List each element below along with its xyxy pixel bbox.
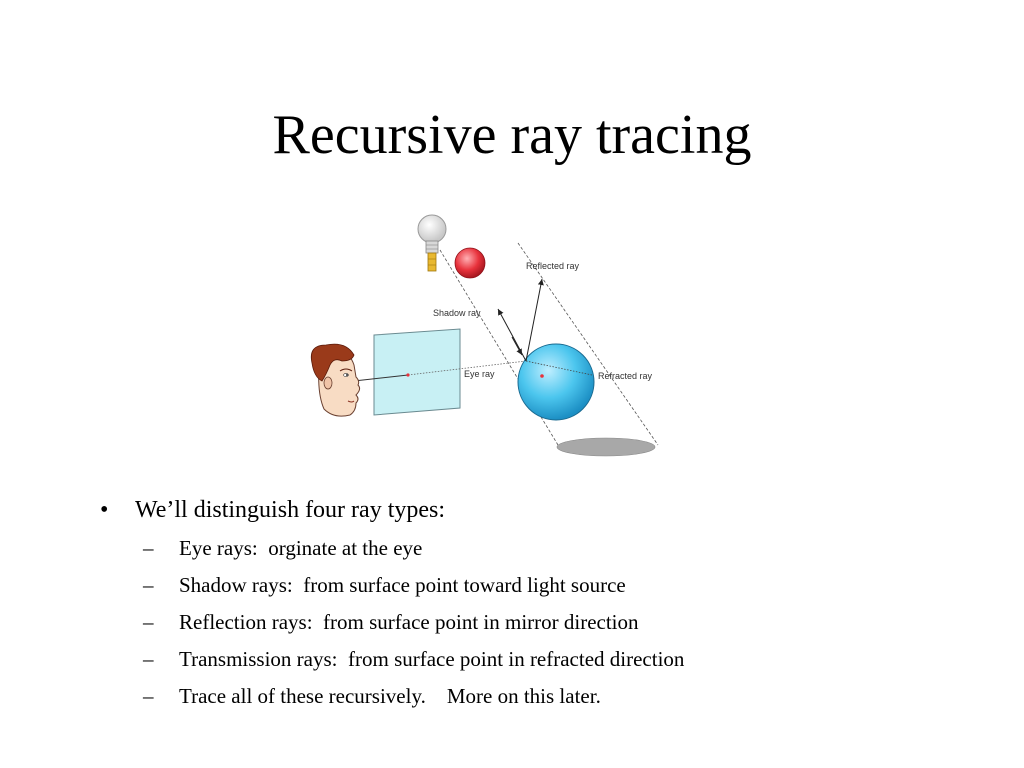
bullet-list: We’ll distinguish four ray types: Eye ra… <box>100 492 980 715</box>
label-shadow-ray: Shadow ray <box>433 308 481 318</box>
shadow-ellipse <box>556 437 656 457</box>
red-sphere <box>454 247 486 279</box>
image-plane <box>373 328 461 416</box>
sub-bullet-shadow-rays: Shadow rays: from surface point toward l… <box>135 567 980 604</box>
blue-sphere <box>517 343 595 421</box>
eye-ray <box>353 374 409 382</box>
slide-title: Recursive ray tracing <box>272 104 752 166</box>
sub-bullet-trace-recursively: Trace all of these recursively. More on … <box>135 678 980 715</box>
guide-line-outer <box>517 242 659 446</box>
refracted-ray <box>525 360 593 376</box>
reflected-ray <box>525 278 544 362</box>
light-bulb-icon <box>417 214 447 272</box>
shadow-ray-mid-arrow <box>511 336 523 356</box>
sub-bullet-reflection-rays: Reflection rays: from surface point in m… <box>135 604 980 641</box>
sub-bullet-list: Eye rays: orginate at the eye Shadow ray… <box>135 530 980 715</box>
guide-line-inner <box>439 249 559 446</box>
ray-tracing-diagram: Reflected ray Shadow ray Eye ray Refract… <box>290 205 690 470</box>
eye-ray-pixel-dot <box>406 373 410 377</box>
bullet-ray-types-text: We’ll distinguish four ray types: <box>135 497 446 523</box>
sub-bullet-eye-rays: Eye rays: orginate at the eye <box>135 530 980 567</box>
label-refracted-ray: Refracted ray <box>598 371 653 381</box>
blue-sphere-center-dot <box>540 374 544 378</box>
bullet-ray-types: We’ll distinguish four ray types: Eye ra… <box>100 492 980 715</box>
eye-viewer-head-icon <box>310 343 361 417</box>
ray-tracing-diagram-svg: Reflected ray Shadow ray Eye ray Refract… <box>310 214 659 457</box>
sub-bullet-transmission-rays: Transmission rays: from surface point in… <box>135 641 980 678</box>
eye-ray-dotted <box>407 360 527 376</box>
label-reflected-ray: Reflected ray <box>526 261 580 271</box>
label-eye-ray: Eye ray <box>464 369 495 379</box>
